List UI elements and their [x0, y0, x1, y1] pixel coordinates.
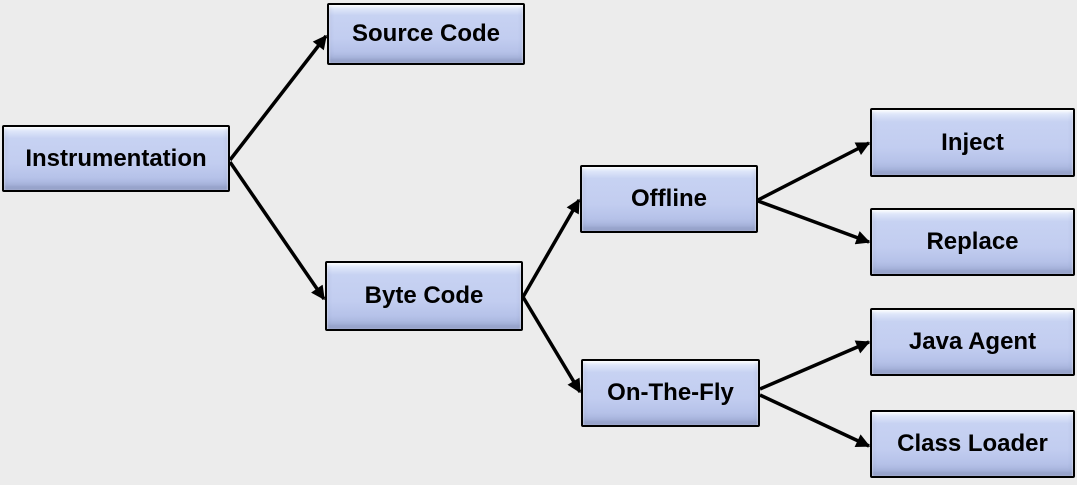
- node-label: Class Loader: [897, 430, 1048, 457]
- arrow-on-the-fly-to-java-agent: [759, 340, 871, 391]
- arrow-instrumentation-to-byte-code: [228, 161, 326, 301]
- node-label: Offline: [631, 185, 707, 212]
- node-offline: Offline: [580, 165, 758, 233]
- node-label: Instrumentation: [25, 144, 207, 172]
- node-class-loader: Class Loader: [870, 410, 1075, 478]
- arrow-byte-code-to-offline: [521, 198, 581, 298]
- node-instrumentation: Instrumentation: [2, 125, 230, 192]
- arrow-on-the-fly-to-class-loader: [759, 393, 871, 448]
- node-byte-code: Byte Code: [325, 261, 523, 331]
- arrow-offline-to-inject: [757, 141, 871, 202]
- arrow-byte-code-to-on-the-fly: [521, 296, 582, 394]
- node-java-agent: Java Agent: [870, 308, 1075, 376]
- node-label: On-The-Fly: [607, 379, 734, 406]
- node-on-the-fly: On-The-Fly: [581, 359, 760, 427]
- arrow-offline-to-replace: [757, 199, 871, 245]
- node-label: Source Code: [351, 20, 501, 47]
- node-label: Byte Code: [364, 282, 484, 309]
- node-inject: Inject: [870, 108, 1075, 177]
- node-label: Replace: [926, 228, 1019, 255]
- node-label: Inject: [941, 128, 1004, 156]
- node-replace: Replace: [870, 208, 1075, 276]
- node-label: Java Agent: [908, 328, 1037, 355]
- arrow-instrumentation-to-source-code: [228, 34, 328, 162]
- node-source-code: Source Code: [327, 3, 525, 65]
